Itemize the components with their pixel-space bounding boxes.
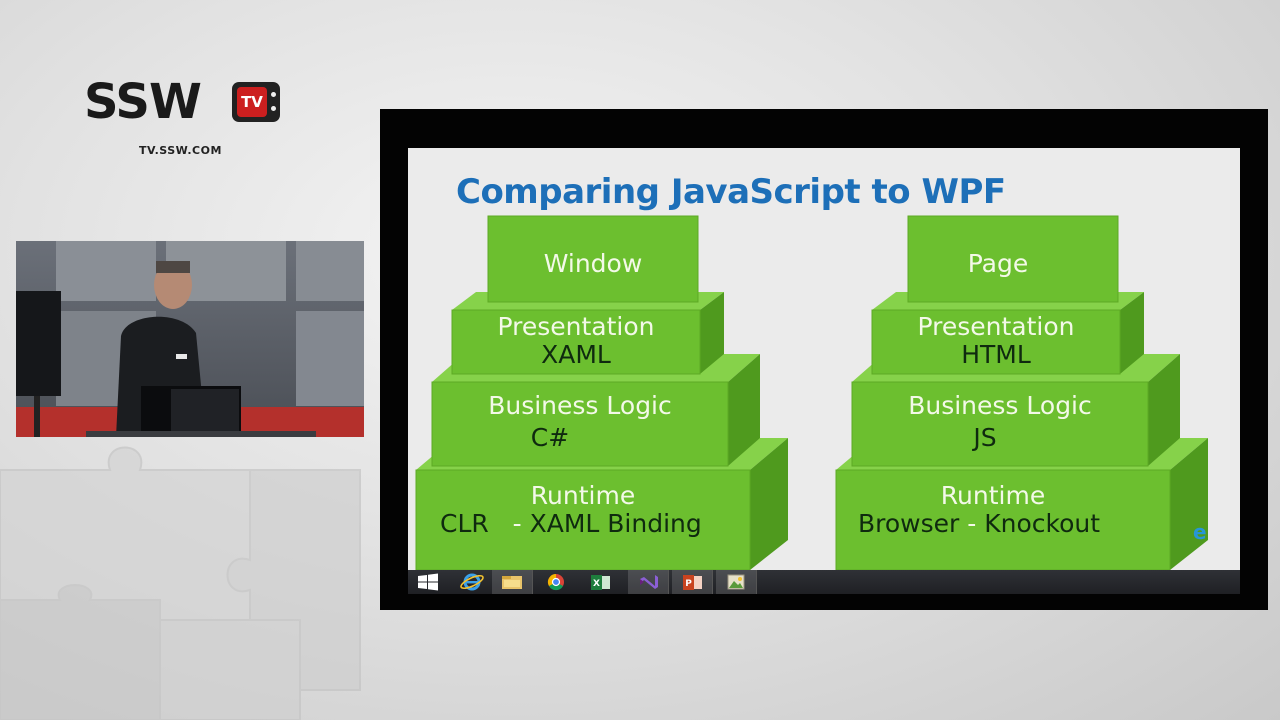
right-logic-label: Business Logic [908,391,1092,420]
left-presentation-tech: XAML [541,340,611,369]
left-logic-side [728,354,760,466]
presentation-slide: Comparing JavaScript to WPF e Window Pre… [408,148,1240,570]
architecture-stacks [415,215,1208,570]
right-runtime-label: Runtime [940,481,1046,510]
left-runtime-side [750,438,788,570]
left-logic-label: Business Logic [488,391,672,420]
left-runtime-front [415,469,751,570]
left-window-box [487,215,699,303]
photo-viewer-icon [727,574,745,590]
webcam-feed [16,241,364,437]
logo-badge-text: TV [237,87,267,117]
svg-text:X: X [593,579,600,589]
ssw-tv-logo: SSW TV [84,74,294,130]
left-logic-tech: C# [530,423,570,452]
taskbar-chrome-button[interactable] [536,570,576,594]
left-runtime-separator: - [512,509,522,538]
tv-knob-icon [271,92,276,97]
left-runtime-tech-a: CLR [440,509,489,538]
taskbar-excel-button[interactable]: X [580,570,620,594]
site-url: TV.SSW.COM [139,144,222,157]
left-stack [415,215,788,570]
windows-taskbar: X P [408,570,1240,594]
right-page-box [907,215,1119,303]
windows-start-icon [418,573,438,591]
taskbar-explorer-button[interactable] [492,570,533,594]
right-runtime-front [835,469,1171,570]
file-explorer-icon [502,576,522,589]
chrome-icon [547,573,564,591]
left-presentation-front [451,309,701,375]
left-presentation-side [700,292,724,374]
presenter-video-frame [16,241,364,437]
right-presentation-label: Presentation [917,312,1075,341]
powerpoint-icon: P [683,575,702,590]
right-logic-tech: JS [973,423,997,452]
right-stack [835,215,1208,570]
taskbar-visual-studio-button[interactable] [628,570,669,594]
left-presentation-label: Presentation [497,312,655,341]
taskbar-photos-button[interactable] [716,570,757,594]
right-logic-front [851,381,1149,467]
left-runtime-tech: CLR - XAML Binding [440,510,740,538]
tv-knob-icon [271,106,276,111]
left-runtime-tech-b: XAML Binding [529,509,702,538]
right-runtime-tech: Browser - Knockout [858,510,1158,538]
taskbar-powerpoint-button[interactable]: P [672,570,713,594]
internet-explorer-icon [460,573,484,591]
right-page-label: Page [967,249,1029,278]
right-presentation-side [1120,292,1144,374]
right-presentation-front [871,309,1121,375]
right-runtime-tech-b: Knockout [984,509,1101,538]
left-logic-front [431,381,729,467]
left-runtime-label: Runtime [530,481,636,510]
start-button[interactable] [408,570,448,594]
right-runtime-tech-a: Browser [858,509,960,538]
right-logic-side [1148,354,1180,466]
slide-title: Comparing JavaScript to WPF [456,172,1006,212]
svg-text:P: P [685,579,692,589]
visual-studio-icon [640,575,658,589]
right-runtime-side [1170,438,1208,570]
right-presentation-tech: HTML [961,340,1031,369]
tv-badge-icon: TV [232,82,280,122]
taskbar-ie-button[interactable] [452,570,492,594]
right-runtime-separator: - [967,509,977,538]
logo-text: SSW [84,74,202,130]
excel-icon: X [591,575,610,590]
left-window-label: Window [543,249,643,278]
slide-cut-off-text: e [1193,520,1207,544]
